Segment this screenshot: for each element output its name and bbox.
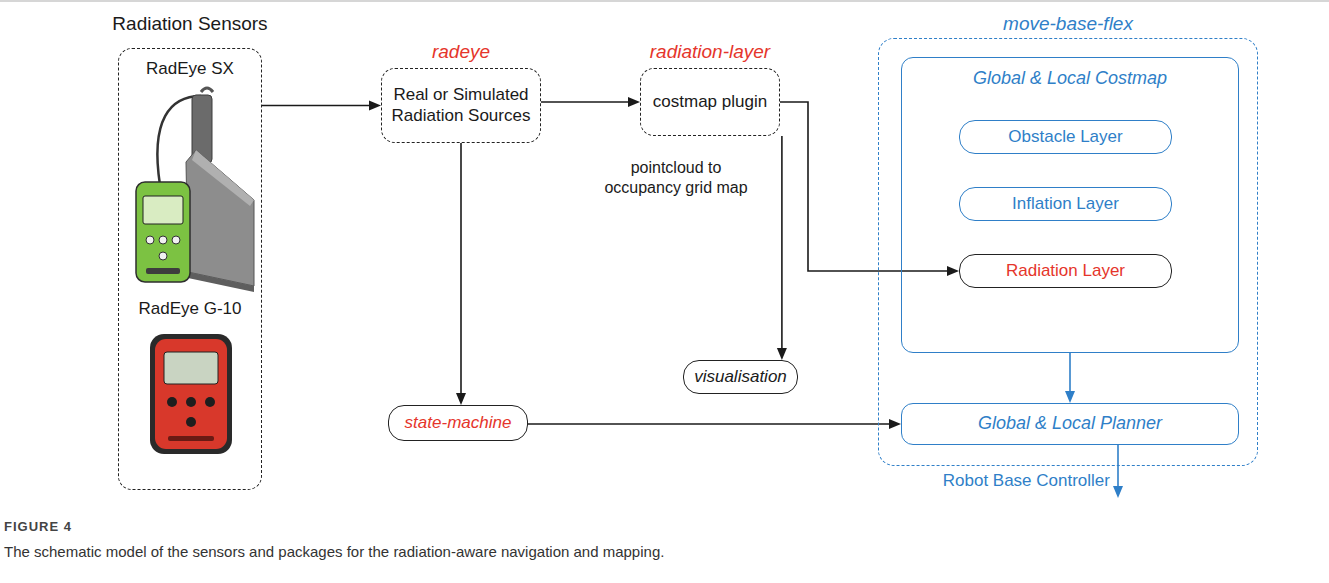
controller-label: Robot Base Controller — [926, 470, 1110, 492]
node-title: RadEye SX — [119, 59, 261, 79]
costmap-box: Global & Local CostmapObstacle LayerInfl… — [901, 57, 1239, 353]
node-label: Obstacle Layer — [1003, 127, 1127, 147]
node-title: Global & Local Costmap — [902, 68, 1238, 89]
connector — [1113, 445, 1123, 498]
arrowhead — [947, 266, 959, 276]
figure-number: FIGURE 4 — [4, 519, 204, 534]
arrowhead — [1065, 391, 1075, 403]
radeye-sx-picture — [136, 88, 254, 292]
connector — [262, 101, 381, 111]
framework-group: move-base-flexGlobal & Local CostmapObst… — [878, 38, 1258, 466]
connector-line — [262, 105, 371, 107]
edge-note: pointcloud to occupancy grid map — [598, 158, 754, 198]
node-heading: radiation-layer — [650, 41, 770, 63]
arrowhead — [777, 348, 787, 360]
package-box: state-machine — [388, 405, 528, 441]
top-rule — [0, 0, 1329, 2]
node-heading: move-base-flex — [1003, 13, 1133, 35]
layer-pill: Obstacle Layer — [959, 120, 1172, 154]
node-label: visualisation — [689, 367, 792, 387]
node-label: Real or Simulated Radiation Sources — [382, 85, 540, 126]
connector-line — [541, 101, 630, 103]
package-box: radeyeReal or Simulated Radiation Source… — [381, 68, 541, 143]
node-label: costmap plugin — [648, 92, 772, 112]
connector — [541, 97, 640, 107]
node-label: Global & Local Planner — [973, 413, 1167, 435]
arrowhead — [1113, 486, 1123, 498]
connector — [456, 143, 466, 405]
output-box: visualisation — [683, 360, 798, 394]
layer-pill: Radiation Layer — [959, 254, 1172, 288]
arrowhead — [628, 97, 640, 107]
connector-line — [1069, 353, 1071, 393]
connector-line — [528, 423, 891, 425]
planner-box: Global & Local Planner — [901, 403, 1239, 445]
arrowhead — [456, 393, 466, 405]
connector-line — [780, 102, 949, 271]
node-heading: Radiation Sensors — [112, 13, 267, 35]
node-label: Inflation Layer — [1007, 194, 1124, 214]
node-heading: radeye — [432, 41, 490, 63]
node-title: RadEye G-10 — [119, 299, 261, 319]
node-label: state-machine — [400, 413, 517, 433]
node-label: Radiation Layer — [1001, 261, 1130, 281]
radeye-g10-picture — [150, 334, 232, 454]
connector-line — [460, 143, 462, 395]
connector-line — [1117, 445, 1119, 488]
connector — [777, 136, 787, 360]
connector — [780, 102, 959, 276]
arrowhead — [889, 419, 901, 429]
connector-line — [781, 136, 783, 350]
arrowhead — [369, 101, 381, 111]
figure-caption: The schematic model of the sensors and p… — [4, 543, 1304, 560]
package-box: radiation-layercostmap plugin — [640, 68, 780, 136]
node-label: Robot Base Controller — [926, 470, 1110, 492]
connector — [1065, 353, 1075, 403]
connector — [528, 419, 901, 429]
sensor-group: Radiation SensorsRadEye SXRadEye G-10 — [118, 48, 262, 490]
layer-pill: Inflation Layer — [959, 187, 1172, 221]
